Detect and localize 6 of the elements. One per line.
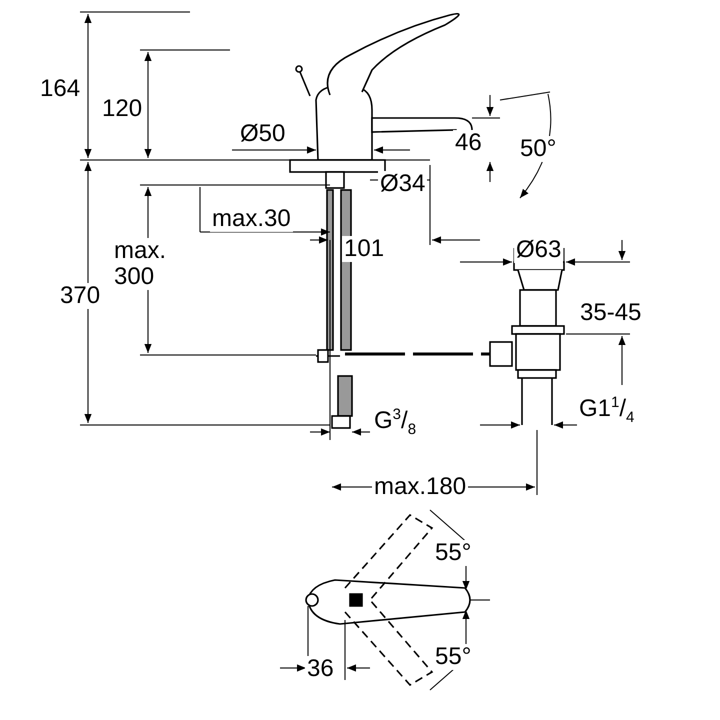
dimension-label: 55° [433, 540, 474, 566]
dimension-label: max.30 [210, 206, 293, 232]
dimension-label: 370 [58, 283, 102, 309]
dimension-label: 55° [433, 644, 474, 670]
dimension-label: Ø63 [514, 237, 564, 263]
dimension-label: 36 [305, 656, 336, 682]
